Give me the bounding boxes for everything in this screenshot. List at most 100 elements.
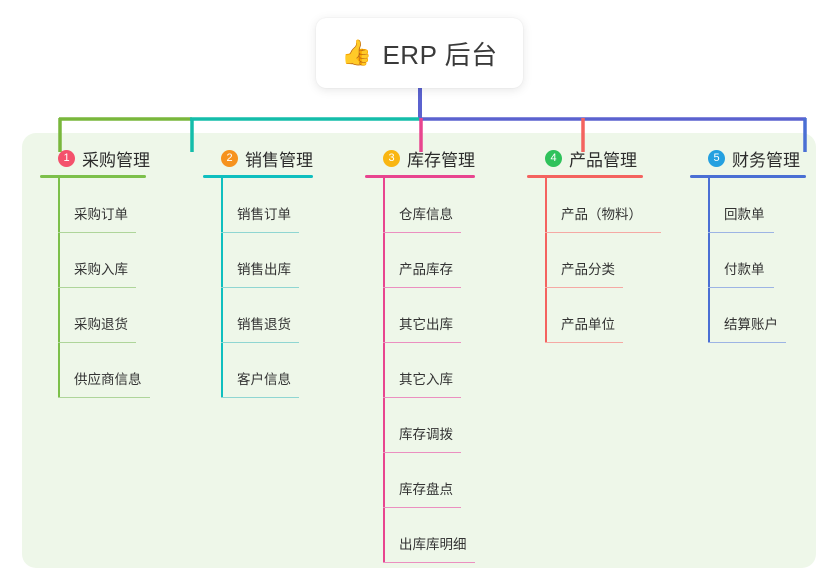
column-badge-icon: 1 — [58, 149, 75, 167]
list-item[interactable]: 销售订单 — [221, 178, 313, 233]
list-item-label: 销售出库 — [237, 262, 291, 277]
column-item-list: 回款单付款单结算账户 — [690, 178, 806, 343]
list-item-label: 采购退货 — [74, 317, 128, 332]
column-header-1[interactable]: 1 采购管理 — [40, 146, 150, 170]
list-item[interactable]: 产品（物料） — [545, 178, 661, 233]
list-item[interactable]: 采购入库 — [58, 233, 150, 288]
column-badge-icon: 4 — [545, 149, 562, 167]
list-item[interactable]: 产品单位 — [545, 288, 643, 343]
list-item[interactable]: 销售退货 — [221, 288, 313, 343]
column-2: 2 销售管理销售订单销售出库销售退货客户信息 — [203, 146, 313, 398]
list-item[interactable]: 客户信息 — [221, 343, 313, 398]
list-item-underline — [708, 286, 774, 288]
column-5: 5 财务管理回款单付款单结算账户 — [690, 146, 806, 343]
list-item[interactable]: 其它入库 — [383, 343, 475, 398]
column-spine — [708, 178, 710, 343]
list-item-underline — [383, 561, 475, 563]
list-item-label: 其它入库 — [399, 372, 453, 387]
list-item-underline — [708, 341, 786, 343]
column-header-2[interactable]: 2 销售管理 — [203, 146, 313, 170]
list-item-underline — [383, 231, 461, 233]
list-item[interactable]: 仓库信息 — [383, 178, 475, 233]
column-header-5[interactable]: 5 财务管理 — [690, 146, 806, 170]
list-item-underline — [708, 231, 774, 233]
list-item-underline — [545, 286, 623, 288]
list-item-underline — [221, 396, 299, 398]
column-3: 3 库存管理仓库信息产品库存其它出库其它入库库存调拨库存盘点出库库明细 — [365, 146, 475, 563]
list-item-label: 销售订单 — [237, 207, 291, 222]
list-item[interactable]: 产品分类 — [545, 233, 643, 288]
column-header-4[interactable]: 4 产品管理 — [527, 146, 643, 170]
list-item[interactable]: 付款单 — [708, 233, 806, 288]
diagram-background-panel — [22, 133, 816, 568]
list-item-underline — [58, 341, 136, 343]
list-item-label: 付款单 — [724, 262, 765, 277]
column-title: 产品管理 — [569, 150, 637, 170]
list-item[interactable]: 其它出库 — [383, 288, 475, 343]
list-item-label: 供应商信息 — [74, 372, 142, 387]
column-title: 库存管理 — [407, 150, 475, 170]
list-item-label: 回款单 — [724, 207, 765, 222]
list-item-underline — [383, 286, 461, 288]
list-item-underline — [221, 231, 299, 233]
list-item-label: 库存调拨 — [399, 427, 453, 442]
column-badge-icon: 5 — [708, 149, 725, 167]
list-item[interactable]: 库存调拨 — [383, 398, 475, 453]
column-header-underline — [203, 175, 313, 178]
list-item-label: 仓库信息 — [399, 207, 453, 222]
list-item-label: 其它出库 — [399, 317, 453, 332]
list-item-underline — [545, 341, 623, 343]
list-item-underline — [383, 451, 461, 453]
list-item[interactable]: 出库库明细 — [383, 508, 475, 563]
column-header-underline — [40, 175, 146, 178]
column-spine — [545, 178, 547, 343]
column-title: 采购管理 — [82, 150, 150, 170]
list-item[interactable]: 采购退货 — [58, 288, 150, 343]
list-item-label: 出库库明细 — [399, 537, 467, 552]
column-header-underline — [690, 175, 806, 178]
list-item-label: 采购订单 — [74, 207, 128, 222]
list-item-label: 结算账户 — [724, 317, 778, 332]
list-item[interactable]: 回款单 — [708, 178, 806, 233]
column-badge-icon: 2 — [221, 149, 238, 167]
list-item-underline — [545, 231, 661, 233]
list-item-label: 库存盘点 — [399, 482, 453, 497]
column-item-list: 销售订单销售出库销售退货客户信息 — [203, 178, 313, 398]
list-item[interactable]: 库存盘点 — [383, 453, 475, 508]
column-header-3[interactable]: 3 库存管理 — [365, 146, 475, 170]
column-4: 4 产品管理产品（物料） 产品分类产品单位 — [527, 146, 661, 343]
list-item-label: 产品（物料） — [561, 207, 642, 222]
thumbs-up-icon: 👍 — [341, 38, 373, 67]
list-item-label: 产品分类 — [561, 262, 615, 277]
column-spine — [58, 178, 60, 398]
column-badge-icon: 3 — [383, 149, 400, 167]
list-item[interactable]: 供应商信息 — [58, 343, 150, 398]
column-spine — [383, 178, 385, 563]
column-item-list: 仓库信息产品库存其它出库其它入库库存调拨库存盘点出库库明细 — [365, 178, 475, 563]
list-item-underline — [383, 396, 461, 398]
column-title: 财务管理 — [732, 150, 800, 170]
list-item-label: 产品库存 — [399, 262, 453, 277]
list-item-label: 客户信息 — [237, 372, 291, 387]
root-node-erp-backend[interactable]: 👍 ERP 后台 — [316, 18, 523, 88]
column-title: 销售管理 — [245, 150, 313, 170]
list-item-label: 采购入库 — [74, 262, 128, 277]
list-item[interactable]: 产品库存 — [383, 233, 475, 288]
column-item-list: 采购订单采购入库采购退货供应商信息 — [40, 178, 150, 398]
list-item-underline — [58, 396, 150, 398]
list-item[interactable]: 采购订单 — [58, 178, 150, 233]
list-item-label: 销售退货 — [237, 317, 291, 332]
list-item-label: 产品单位 — [561, 317, 615, 332]
list-item[interactable]: 销售出库 — [221, 233, 313, 288]
list-item-underline — [221, 341, 299, 343]
list-item-underline — [58, 231, 136, 233]
list-item[interactable]: 结算账户 — [708, 288, 806, 343]
column-spine — [221, 178, 223, 398]
root-node-title: ERP 后台 — [382, 39, 498, 70]
list-item-underline — [58, 286, 136, 288]
column-item-list: 产品（物料） 产品分类产品单位 — [527, 178, 661, 343]
column-header-underline — [365, 175, 475, 178]
list-item-underline — [221, 286, 299, 288]
